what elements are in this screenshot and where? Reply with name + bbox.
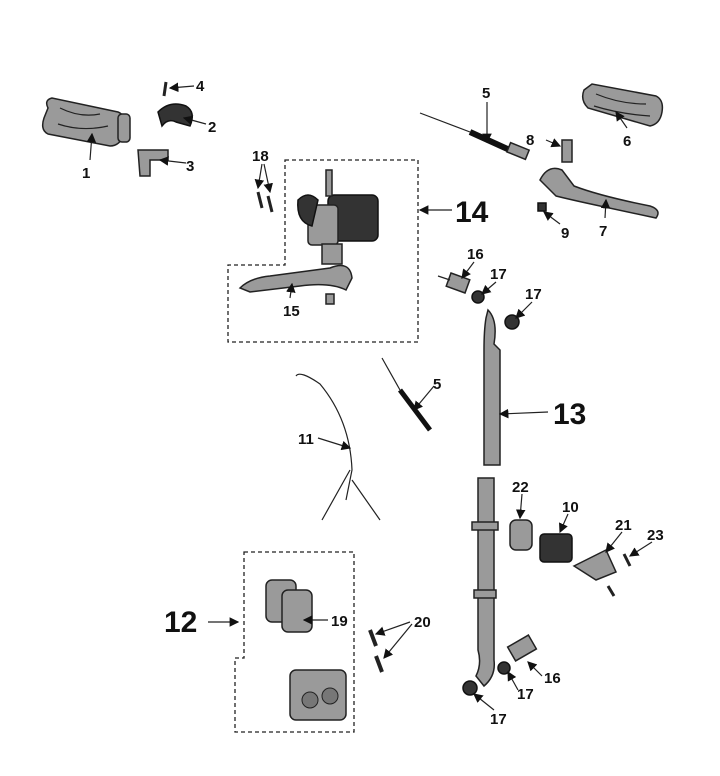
master-cylinder [297, 169, 379, 265]
label-22: 22 [512, 479, 529, 496]
washer-17c [497, 661, 511, 675]
label-17d: 17 [490, 711, 507, 728]
banjo-bolt-16-bottom [506, 634, 538, 662]
washer-17d [462, 680, 478, 696]
brake-hose [471, 308, 501, 688]
label-7: 7 [599, 223, 607, 240]
throttle-clamp [137, 149, 169, 177]
label-5-top: 5 [482, 85, 490, 102]
label-4: 4 [196, 78, 205, 95]
banjo-bolt-16-top [437, 272, 471, 294]
assembly-box-14 [227, 159, 419, 343]
label-16-top: 16 [467, 246, 484, 263]
screw-4 [162, 81, 168, 97]
clutch-lever [539, 167, 659, 219]
label-21: 21 [615, 517, 632, 534]
label-15: 15 [283, 303, 300, 320]
label-17a: 17 [490, 266, 507, 283]
adjuster-8 [561, 139, 573, 163]
label-13: 13 [553, 398, 586, 431]
throttle-cable-top [419, 112, 531, 161]
washer-17a [471, 290, 485, 304]
bracket-21 [572, 548, 618, 581]
label-3: 3 [186, 158, 194, 175]
label-20: 20 [414, 614, 431, 631]
label-6: 6 [623, 133, 631, 150]
left-grip [41, 97, 131, 147]
label-19: 19 [331, 613, 348, 630]
label-11: 11 [298, 431, 314, 448]
label-16-bottom: 16 [544, 670, 561, 687]
label-17b: 17 [525, 286, 542, 303]
rubber-10 [539, 533, 573, 563]
label-12: 12 [164, 606, 197, 639]
switch-wire [295, 373, 381, 521]
label-2: 2 [208, 119, 216, 136]
assembly-box-12 [234, 551, 355, 733]
label-23: 23 [647, 527, 664, 544]
label-17c: 17 [517, 686, 534, 703]
brake-pads [265, 579, 313, 633]
throttle-housing [157, 103, 193, 128]
label-1: 1 [82, 165, 90, 182]
label-14: 14 [455, 196, 489, 229]
brake-lever [238, 264, 353, 293]
nut-9 [537, 202, 547, 212]
right-grip [581, 83, 664, 127]
label-10: 10 [562, 499, 579, 516]
label-9: 9 [561, 225, 569, 242]
brake-caliper [289, 669, 347, 721]
leader-lines [86, 82, 653, 711]
nut-15 [325, 293, 335, 305]
label-8: 8 [526, 132, 534, 149]
label-18: 18 [252, 148, 269, 165]
throttle-cable-bottom [381, 357, 432, 432]
bushing-22 [509, 519, 533, 551]
label-5-bottom: 5 [433, 376, 441, 393]
